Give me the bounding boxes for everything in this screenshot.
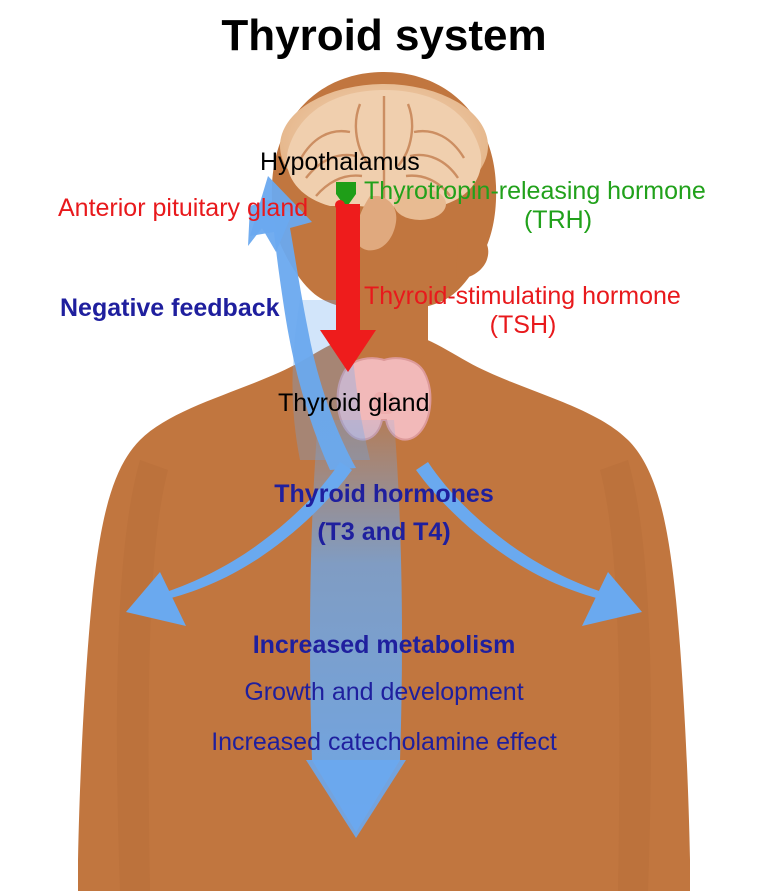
page-title: Thyroid system	[221, 11, 547, 60]
label-increased-metabolism: Increased metabolism	[252, 631, 516, 659]
label-negative-feedback: Negative feedback	[60, 294, 280, 322]
trh-arrow	[336, 182, 356, 208]
label-growth-and-development: Growth and development	[244, 678, 524, 706]
label-trh-line1: Thyrotropin-releasing hormone	[364, 177, 706, 205]
label-trh-line2: (TRH)	[523, 206, 593, 234]
label-increased-catecholamine-effect: Increased catecholamine effect	[211, 728, 557, 756]
label-thyroid-hormones-line1: Thyroid hormones	[274, 480, 494, 508]
tsh-arrow	[320, 200, 376, 372]
label-anterior-pituitary-gland: Anterior pituitary gland	[58, 194, 309, 222]
label-thyroid-gland: Thyroid gland	[278, 389, 430, 417]
brain-illustration	[280, 84, 488, 251]
label-thyroid-hormones-line2: (T3 and T4)	[317, 518, 451, 546]
thyroid-hormone-arrows	[126, 420, 642, 838]
label-tsh-line1: Thyroid-stimulating hormone	[364, 282, 681, 310]
label-tsh-line2: (TSH)	[489, 311, 557, 339]
label-hypothalamus: Hypothalamus	[260, 148, 420, 176]
